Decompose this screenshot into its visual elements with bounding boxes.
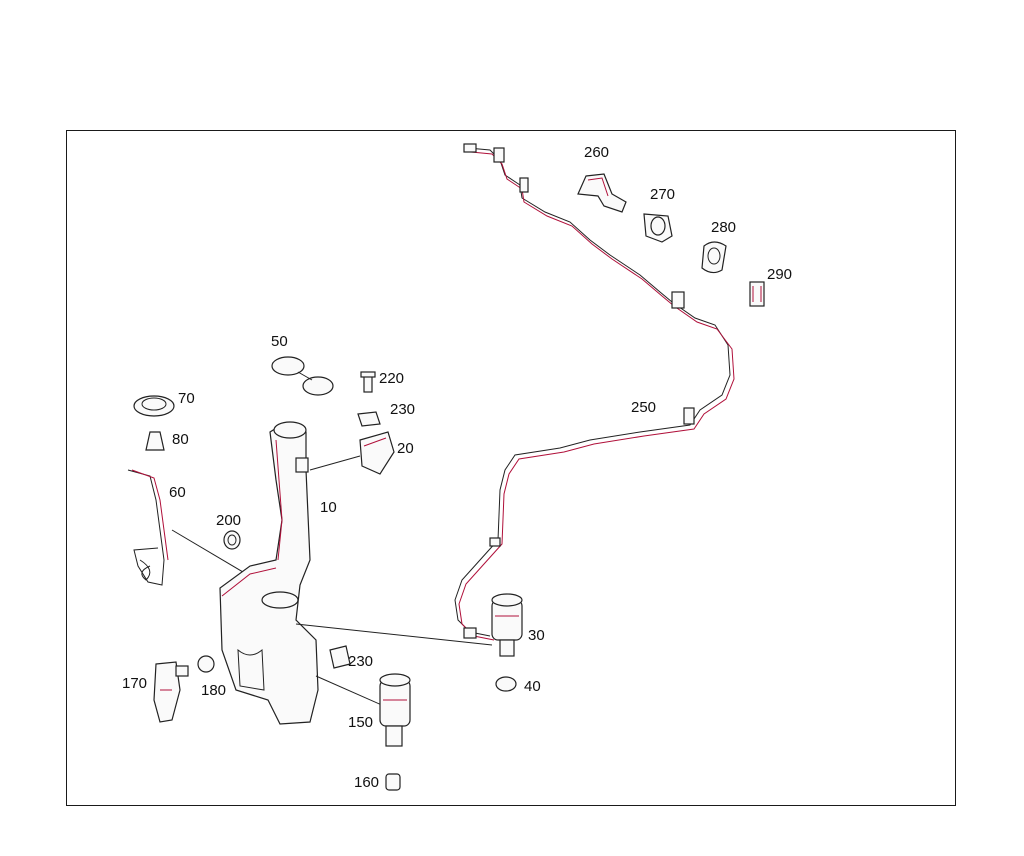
grommet-70 (133, 395, 175, 417)
pump-150 (379, 673, 411, 747)
bracket-20 (309, 431, 395, 475)
callout-50: 50 (271, 333, 288, 350)
callout-220: 220 (379, 370, 405, 387)
nut-230-top (357, 411, 381, 427)
callout-230-top: 230 (390, 401, 416, 418)
callout-260: 260 (584, 144, 610, 161)
callout-280: 280 (711, 219, 737, 236)
reservoir-10 (219, 421, 493, 725)
cap-50 (271, 356, 334, 396)
plug-80 (145, 431, 165, 451)
callout-290: 290 (767, 266, 793, 283)
callout-20: 20 (397, 440, 414, 457)
clamp-270 (643, 213, 673, 243)
callout-70: 70 (178, 390, 195, 407)
nut-230-lower (329, 645, 351, 669)
connector-290 (749, 281, 765, 307)
pump-30 (491, 593, 523, 657)
grommet-40 (495, 676, 517, 692)
callout-10: 10 (320, 499, 337, 516)
callout-180: 180 (201, 682, 227, 699)
callout-60: 60 (169, 484, 186, 501)
clip-280 (701, 241, 727, 274)
callout-270: 270 (650, 186, 676, 203)
sensor-170 (153, 661, 189, 723)
callout-200: 200 (216, 512, 242, 529)
bracket-260 (577, 173, 627, 213)
callout-80: 80 (172, 431, 189, 448)
callout-170: 170 (122, 675, 148, 692)
callout-30: 30 (528, 627, 545, 644)
diagram-frame (66, 130, 956, 806)
grommet-160 (385, 773, 401, 791)
washer-hose-250 (454, 143, 735, 641)
callout-40: 40 (524, 678, 541, 695)
callout-160: 160 (354, 774, 380, 791)
seal-200 (223, 530, 241, 550)
grommet-180 (197, 655, 215, 673)
bolt-220 (360, 371, 376, 393)
callout-150: 150 (348, 714, 374, 731)
callout-250: 250 (631, 399, 657, 416)
callout-230-lower: 230 (348, 653, 374, 670)
